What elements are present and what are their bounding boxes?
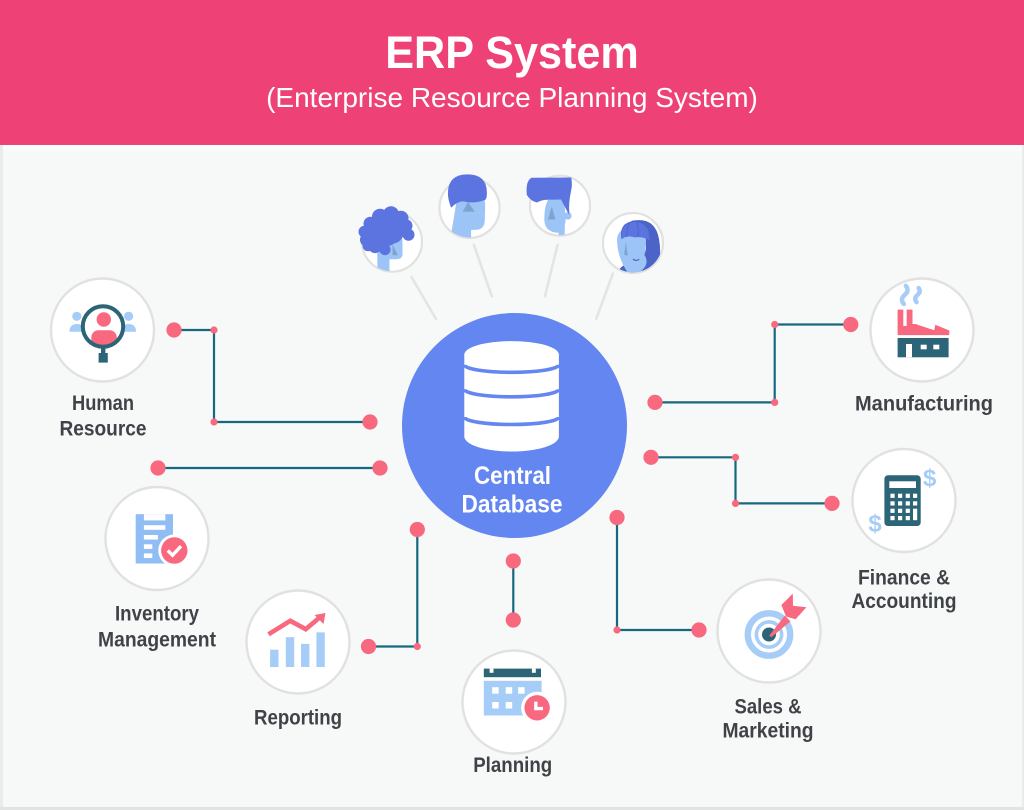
svg-text:Management: Management bbox=[98, 629, 216, 652]
svg-text:Database: Database bbox=[462, 491, 563, 519]
svg-text:Central: Central bbox=[474, 462, 551, 490]
svg-text:Reporting: Reporting bbox=[254, 707, 342, 730]
svg-text:Marketing: Marketing bbox=[723, 719, 814, 742]
svg-text:Sales &: Sales & bbox=[735, 695, 802, 718]
svg-text:Finance &: Finance & bbox=[858, 566, 950, 589]
svg-text:Human: Human bbox=[72, 392, 134, 415]
svg-text:$: $ bbox=[923, 465, 937, 492]
svg-text:$: $ bbox=[868, 511, 882, 538]
svg-text:Resource: Resource bbox=[60, 418, 147, 441]
svg-text:Planning: Planning bbox=[473, 754, 552, 777]
svg-text:Inventory: Inventory bbox=[115, 603, 199, 626]
svg-text:Accounting: Accounting bbox=[852, 590, 957, 613]
svg-text:Manufacturing: Manufacturing bbox=[855, 393, 993, 416]
